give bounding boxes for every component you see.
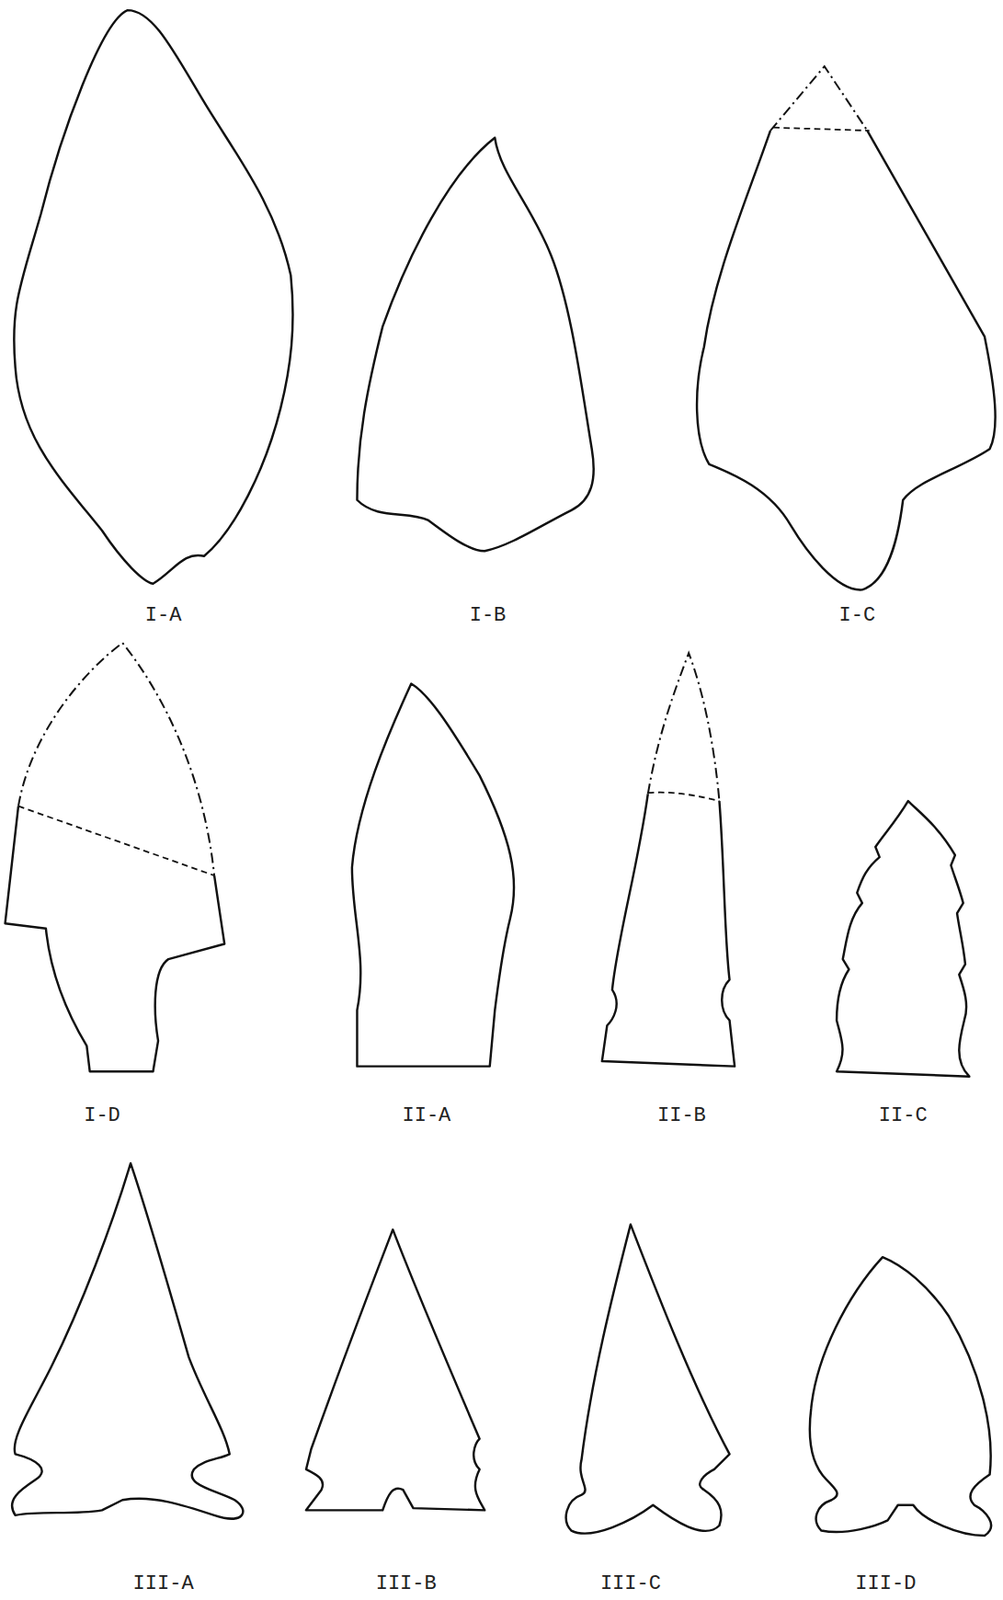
restored-tip [18, 642, 215, 876]
point-label: I-C [836, 604, 878, 627]
point-outline [352, 683, 514, 1066]
restored-tip [648, 652, 720, 801]
point-outline [5, 806, 226, 1072]
point-label: I-D [81, 1103, 123, 1127]
point-label: I-B [467, 604, 509, 627]
point-label: II-B [655, 1103, 708, 1127]
point-label: III-C [598, 1572, 663, 1596]
point-outline [836, 800, 969, 1077]
point-label: I-A [143, 604, 184, 627]
point-outline [809, 1256, 992, 1536]
break-line [18, 806, 215, 876]
point-label: III-D [853, 1572, 918, 1596]
point-label: III-B [374, 1572, 439, 1596]
point-outline [356, 137, 593, 551]
restored-tip [770, 66, 867, 131]
point-outline [13, 10, 293, 584]
point-outline [602, 793, 735, 1066]
break-line [773, 127, 869, 131]
point-label: III-A [131, 1572, 196, 1596]
point-label: II-C [877, 1103, 930, 1127]
point-outline [11, 1162, 243, 1519]
point-label: II-A [400, 1103, 454, 1127]
point-outline [566, 1224, 730, 1534]
break-line [648, 792, 720, 801]
point-outline [306, 1229, 485, 1510]
point-outline [696, 130, 996, 590]
